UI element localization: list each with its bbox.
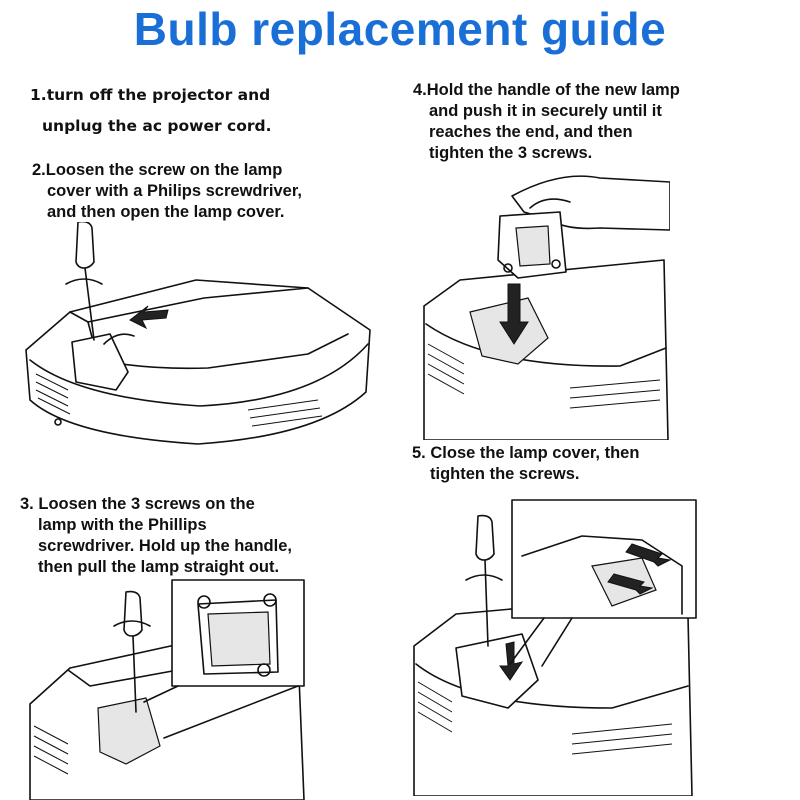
arrow-icon bbox=[499, 283, 529, 345]
step-5-line-2: tighten the screws. bbox=[430, 465, 580, 483]
step-5-line-1: Close the lamp cover, then bbox=[430, 444, 640, 462]
lamp-detail-icon bbox=[143, 579, 305, 739]
step-4: 4.Hold the handle of the new lamp and pu… bbox=[413, 80, 680, 164]
projector-icon bbox=[25, 279, 371, 445]
screwdriver-icon bbox=[113, 590, 151, 713]
step-3-number: 3. bbox=[20, 495, 34, 513]
step-3-line-3: screwdriver. Hold up the handle, bbox=[38, 537, 292, 555]
step-3: 3. Loosen the 3 screws on the lamp with … bbox=[20, 494, 292, 578]
arrow-icon bbox=[103, 305, 169, 345]
cover-detail-icon bbox=[509, 499, 697, 667]
step-5-number: 5. bbox=[412, 444, 426, 462]
lamp-icon bbox=[497, 211, 567, 279]
step-3-line-4: then pull the lamp straight out. bbox=[38, 558, 280, 576]
step-2-line-1: Loosen the screw on the lamp bbox=[45, 161, 283, 179]
step-5: 5. Close the lamp cover, then tighten th… bbox=[412, 443, 639, 485]
step-2-line-2: cover with a Philips screwdriver, bbox=[47, 182, 302, 200]
step-3-line-1: Loosen the 3 screws on the bbox=[38, 495, 255, 513]
step-3-line-2: lamp with the Phillips bbox=[38, 516, 207, 534]
step-4-illustration bbox=[423, 175, 670, 440]
step-4-line-2: and push it in securely until it bbox=[429, 102, 662, 120]
step-4-line-1: Hold the handle of the new lamp bbox=[426, 81, 680, 99]
step-2: 2.Loosen the screw on the lamp cover wit… bbox=[32, 160, 302, 223]
step-1-line-1: turn off the projector and bbox=[46, 86, 271, 104]
step-4-line-3: reaches the end, and then bbox=[429, 123, 633, 141]
step-2-number: 2. bbox=[32, 161, 46, 179]
step-3-illustration bbox=[29, 579, 305, 800]
screwdriver-icon bbox=[465, 514, 503, 647]
step-2-illustration bbox=[25, 222, 371, 445]
step-1: 1.turn off the projector and unplug the … bbox=[30, 80, 271, 142]
step-1-number: 1. bbox=[30, 86, 47, 104]
step-5-illustration bbox=[413, 499, 697, 796]
step-4-number: 4. bbox=[413, 81, 427, 99]
step-2-line-3: and then open the lamp cover. bbox=[47, 203, 285, 221]
projector-icon bbox=[413, 599, 693, 796]
step-1-line-2: unplug the ac power cord. bbox=[42, 117, 272, 135]
arrow-icon bbox=[499, 641, 524, 681]
page-title: Bulb replacement guide bbox=[133, 3, 667, 55]
step-4-line-4: tighten the 3 screws. bbox=[429, 144, 593, 162]
projector-icon bbox=[423, 259, 669, 440]
screwdriver-icon bbox=[65, 222, 103, 341]
